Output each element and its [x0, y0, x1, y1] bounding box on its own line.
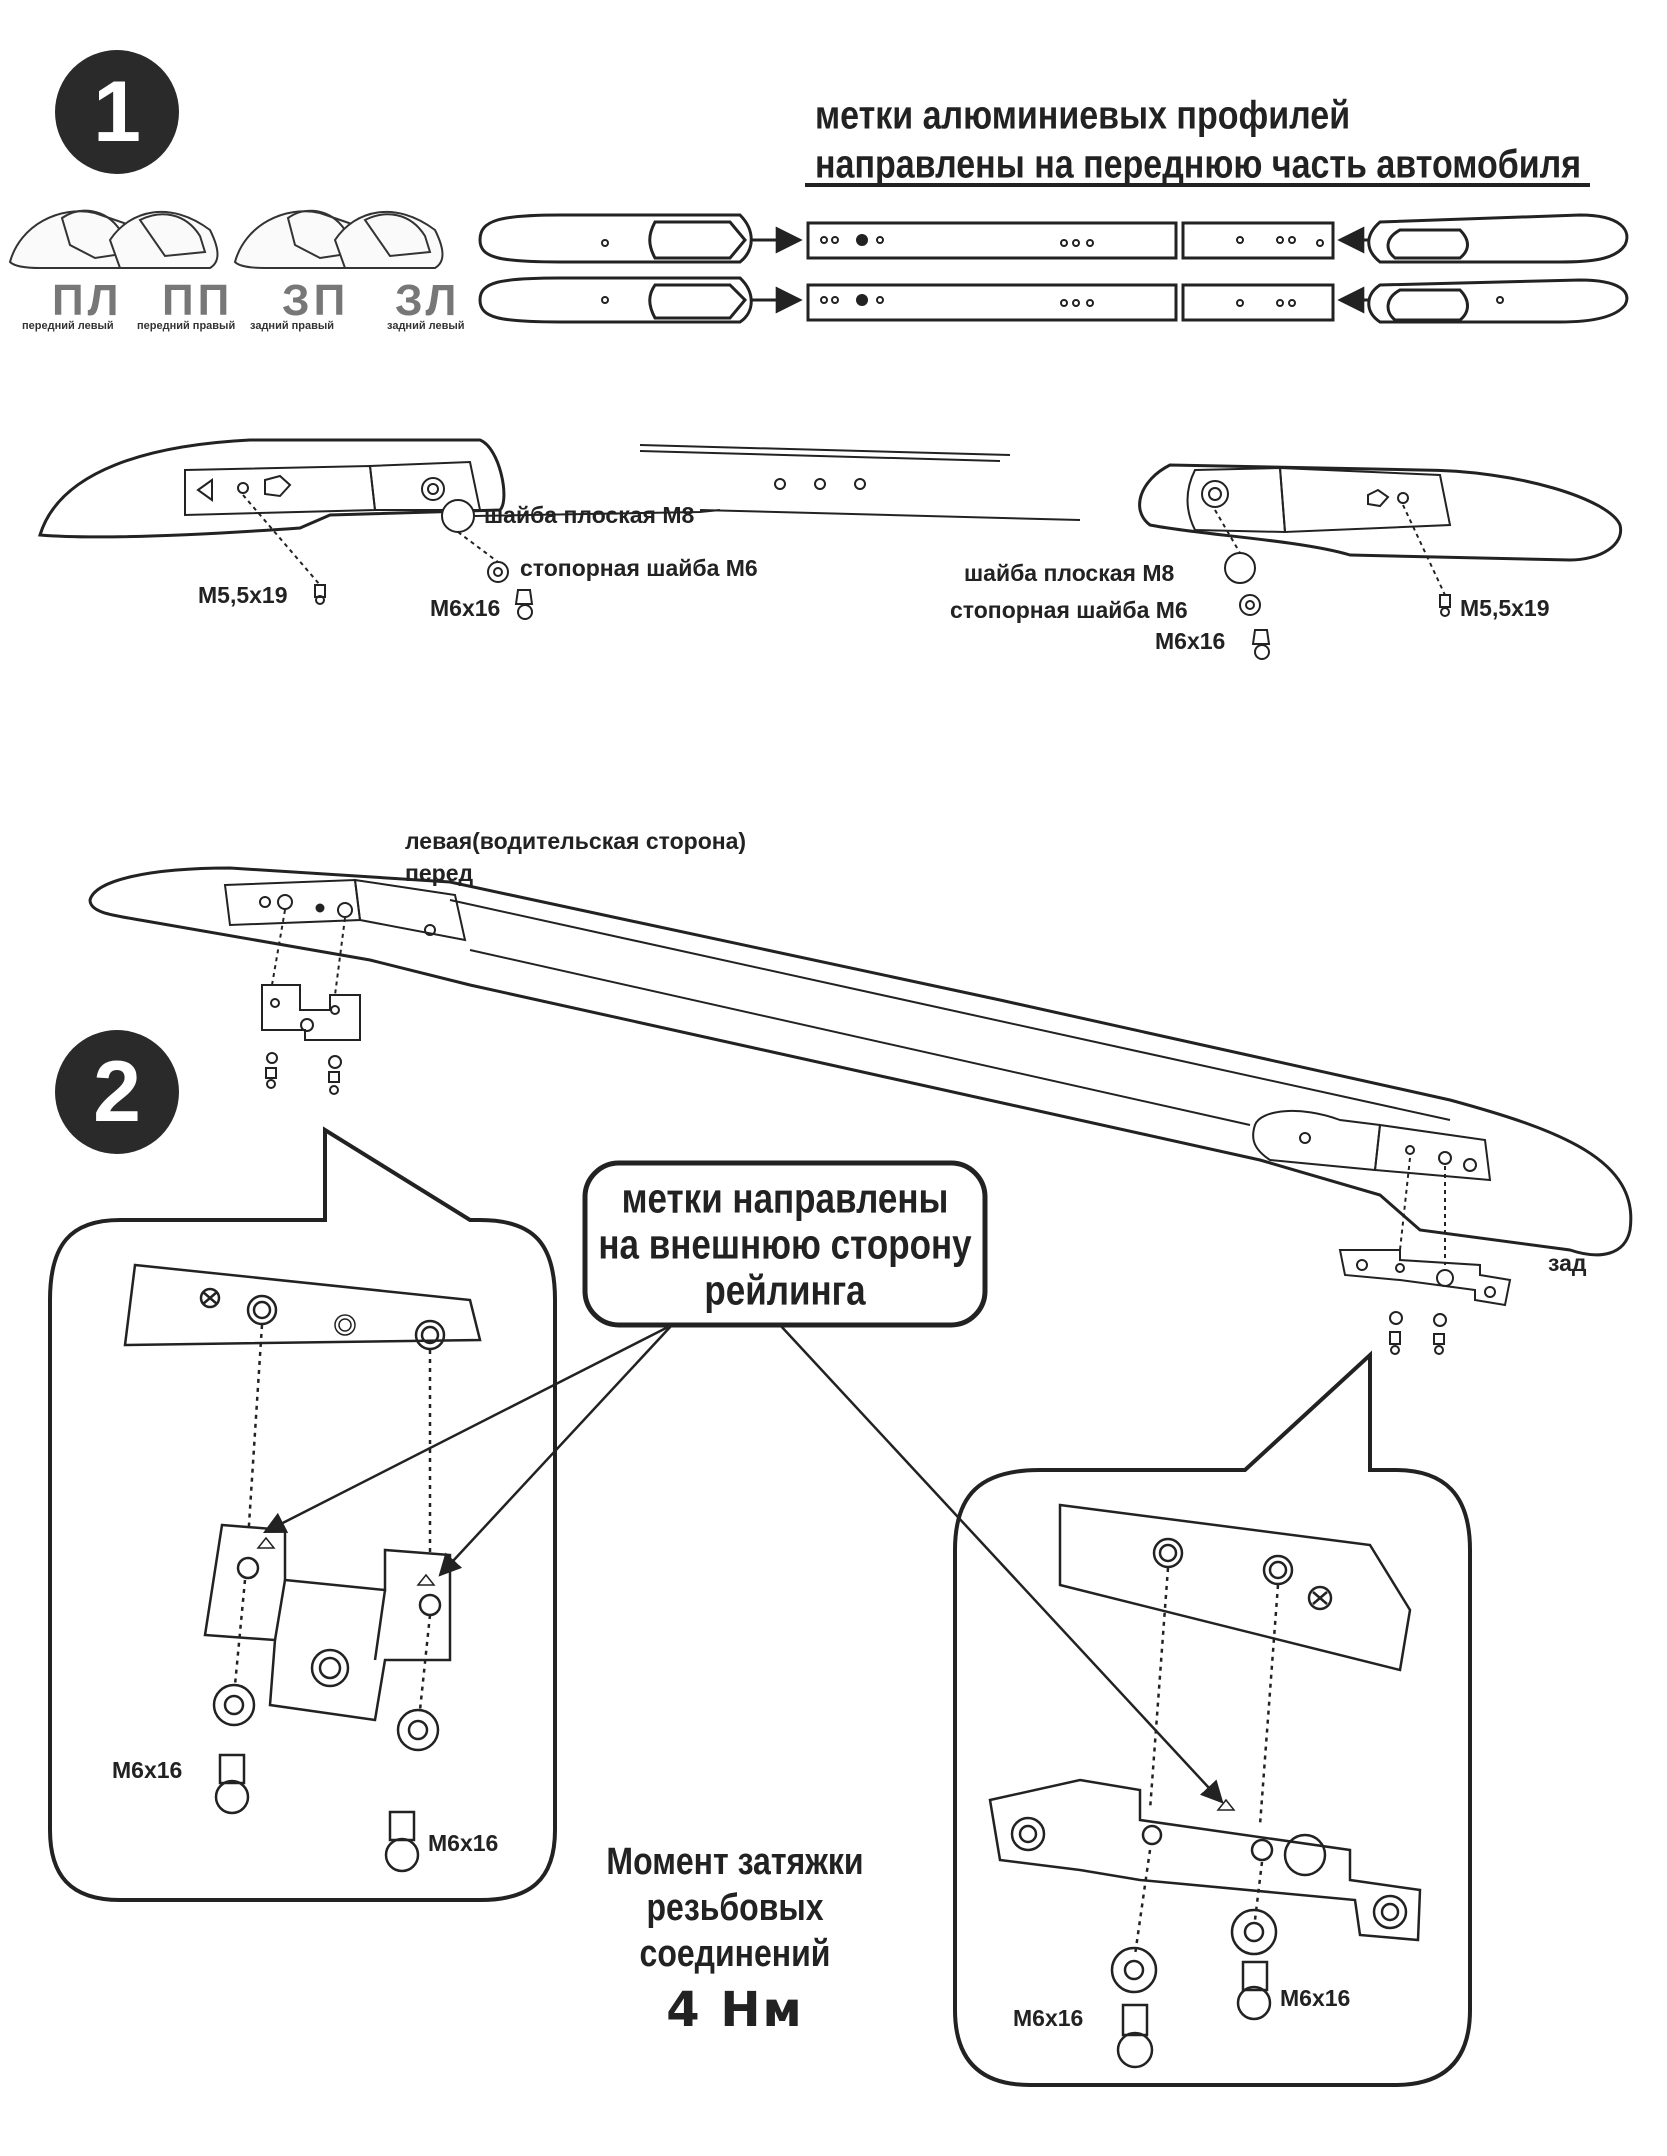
torque-value: 4 Нм — [666, 1982, 804, 2038]
right-washer-flat-label: шайба плоская М8 — [964, 560, 1175, 586]
left-washer-flat-label: шайба плоская М8 — [484, 502, 695, 528]
right-zoom-bolt-label-1: M6x16 — [1013, 2005, 1084, 2031]
cap-name-pp: передний правый — [137, 320, 236, 332]
left-zoom-bolt-label-2: M6x16 — [428, 1830, 499, 1856]
right-zoom-bubble — [953, 1350, 1472, 2087]
cap-code-pl: ПЛ — [52, 276, 123, 325]
left-screw-label: M5,5x19 — [198, 582, 288, 608]
front-label: перед — [405, 860, 474, 886]
rail-markers-heading-line2: направлены на переднюю часть автомобиля — [815, 142, 1582, 187]
right-zoom-parts — [988, 1503, 1422, 2069]
left-zoom-bolt-label-1: M6x16 — [112, 1757, 183, 1783]
right-bolt-label: M6x16 — [1155, 628, 1226, 654]
cap-name-pl: передний левый — [22, 320, 114, 332]
torque-text-line1: Момент затяжки — [606, 1840, 864, 1883]
left-bolt-label: M6x16 — [430, 595, 501, 621]
cap-code-zl: ЗЛ — [395, 276, 461, 325]
end-caps-illustration — [8, 209, 444, 269]
callout-text-line1: метки направлены — [621, 1176, 949, 1223]
cap-code-pp: ПП — [162, 276, 234, 325]
callout-text-line3: рейлинга — [704, 1268, 866, 1315]
callout-pointers — [262, 1323, 1224, 1804]
rear-label: зад — [1548, 1250, 1587, 1276]
right-washer-lock-label: стопорная шайба М6 — [950, 597, 1188, 623]
left-washer-lock-label: стопорная шайба М6 — [520, 555, 758, 581]
callout-text-line2: на внешнюю сторону — [598, 1222, 972, 1269]
right-zoom-bolt-label-2: M6x16 — [1280, 1985, 1351, 2011]
heading-underline — [805, 183, 1590, 187]
cap-code-zp: ЗП — [282, 276, 350, 325]
insert-arrows — [750, 226, 1370, 314]
torque-text-line2: резьбовых — [646, 1886, 824, 1929]
right-screw-label: M5,5x19 — [1460, 595, 1550, 621]
driver-side-label: левая(водительская сторона) — [405, 828, 747, 854]
torque-text-line3: соединений — [639, 1932, 831, 1975]
cap-name-zl: задний левый — [387, 320, 465, 332]
left-end-detail — [38, 438, 721, 620]
rail-markers-heading-line1: метки алюминиевых профилей — [815, 93, 1351, 138]
bracket-drop-lines — [271, 909, 1446, 1265]
rail-overview — [478, 213, 1629, 324]
right-end-detail — [1138, 463, 1623, 660]
step-2-badge: 2 — [55, 1030, 179, 1154]
left-zoom-bubble — [48, 1126, 557, 1902]
step-1-badge: 1 — [55, 50, 179, 174]
cap-name-zp: задний правый — [250, 320, 335, 332]
callout-box — [582, 1160, 988, 1328]
left-zoom-parts — [123, 1263, 482, 1873]
full-rail — [88, 866, 1633, 1355]
rail-middle-section — [639, 444, 1081, 521]
